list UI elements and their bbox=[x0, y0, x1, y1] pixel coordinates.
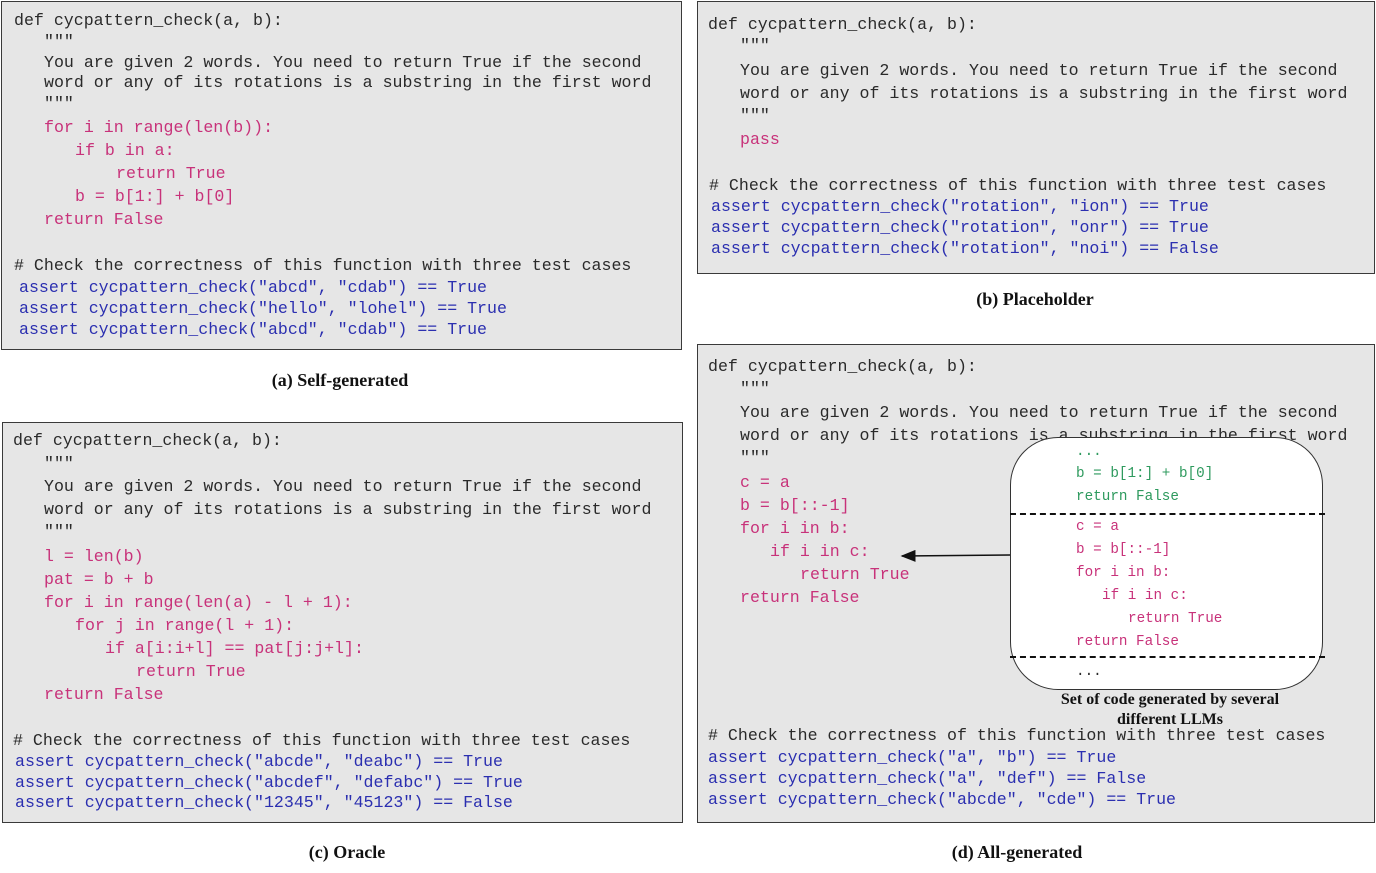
code-line: for j in range(l + 1): bbox=[75, 616, 295, 635]
llm-code-set-caption: Set of code generated by several differe… bbox=[1060, 691, 1280, 728]
divider-dashed bbox=[1010, 513, 1325, 515]
divider-dashed bbox=[1010, 656, 1325, 658]
code-line: if a[i:i+l] == pat[j:j+l]: bbox=[105, 639, 364, 658]
code-line: return True bbox=[136, 662, 246, 681]
code-line: def cycpattern_check(a, b): bbox=[708, 357, 977, 376]
code-line: pat = b + b bbox=[44, 570, 154, 589]
llm-code-line: if i in c: bbox=[1102, 588, 1188, 604]
panel-placeholder bbox=[697, 1, 1375, 274]
code-line: l = len(b) bbox=[44, 547, 144, 566]
code-line: assert cycpattern_check("rotation", "onr… bbox=[711, 218, 1209, 237]
code-line: assert cycpattern_check("a", "b") == Tru… bbox=[708, 748, 1117, 767]
caption-oracle: (c) Oracle bbox=[308, 842, 386, 862]
llm-code-line: return True bbox=[1128, 611, 1223, 627]
code-line: def cycpattern_check(a, b): bbox=[14, 11, 283, 30]
code-line: """ bbox=[740, 36, 770, 55]
code-line: for i in range(len(b)): bbox=[44, 118, 274, 137]
caption-self-generated: (a) Self-generated bbox=[271, 370, 409, 390]
code-line: pass bbox=[740, 130, 780, 149]
panel-oracle bbox=[2, 422, 683, 823]
code-line: # Check the correctness of this function… bbox=[13, 731, 631, 750]
code-line: assert cycpattern_check("abcde", "deabc"… bbox=[15, 752, 503, 771]
code-line: # Check the correctness of this function… bbox=[709, 176, 1327, 195]
llm-code-line: ... bbox=[1076, 664, 1102, 680]
llm-code-line: return False bbox=[1076, 634, 1179, 650]
panel-self-generated bbox=[1, 1, 682, 350]
code-line: assert cycpattern_check("abcdef", "defab… bbox=[15, 773, 523, 792]
code-line: assert cycpattern_check("abcde", "cde") … bbox=[708, 790, 1177, 809]
code-line: """ bbox=[44, 454, 74, 473]
code-line: """ bbox=[44, 94, 74, 113]
code-line: if i in c: bbox=[770, 542, 870, 561]
code-line: """ bbox=[740, 106, 770, 125]
llm-code-line: ... bbox=[1076, 444, 1102, 460]
code-line: You are given 2 words. You need to retur… bbox=[44, 53, 642, 72]
code-line: assert cycpattern_check("abcd", "cdab") … bbox=[19, 320, 488, 339]
code-line: def cycpattern_check(a, b): bbox=[708, 15, 977, 34]
code-line: return True bbox=[116, 164, 226, 183]
code-line: return False bbox=[44, 210, 164, 229]
code-line: b = b[::-1] bbox=[740, 496, 850, 515]
code-line: if b in a: bbox=[75, 141, 175, 160]
code-line: for i in b: bbox=[740, 519, 850, 538]
caption-placeholder: (b) Placeholder bbox=[976, 289, 1094, 309]
code-line: # Check the correctness of this function… bbox=[14, 256, 632, 275]
llm-code-line: b = b[::-1] bbox=[1076, 542, 1171, 558]
llm-code-line: return False bbox=[1076, 489, 1179, 505]
code-line: assert cycpattern_check("rotation", "noi… bbox=[711, 239, 1219, 258]
code-line: assert cycpattern_check("abcd", "cdab") … bbox=[19, 278, 488, 297]
code-line: return True bbox=[800, 565, 910, 584]
code-line: def cycpattern_check(a, b): bbox=[13, 431, 282, 450]
code-line: return False bbox=[44, 685, 164, 704]
code-line: # Check the correctness of this function… bbox=[708, 726, 1326, 745]
code-line: You are given 2 words. You need to retur… bbox=[740, 61, 1338, 80]
code-line: assert cycpattern_check("12345", "45123"… bbox=[15, 793, 513, 812]
llm-code-set-box bbox=[1010, 437, 1323, 690]
code-line: """ bbox=[44, 32, 74, 51]
code-line: word or any of its rotations is a substr… bbox=[740, 84, 1348, 103]
code-line: return False bbox=[740, 588, 860, 607]
code-line: """ bbox=[44, 522, 74, 541]
caption-all-generated: (d) All-generated bbox=[951, 842, 1083, 862]
code-line: word or any of its rotations is a substr… bbox=[44, 500, 652, 519]
code-line: You are given 2 words. You need to retur… bbox=[44, 477, 642, 496]
code-line: b = b[1:] + b[0] bbox=[75, 187, 235, 206]
llm-code-line: b = b[1:] + b[0] bbox=[1076, 466, 1214, 482]
code-line: word or any of its rotations is a substr… bbox=[44, 73, 652, 92]
code-line: """ bbox=[740, 379, 770, 398]
llm-code-line: c = a bbox=[1076, 519, 1119, 535]
code-line: c = a bbox=[740, 473, 790, 492]
code-line: """ bbox=[740, 448, 770, 467]
code-line: You are given 2 words. You need to retur… bbox=[740, 403, 1338, 422]
code-line: for i in range(len(a) - l + 1): bbox=[44, 593, 353, 612]
code-line: assert cycpattern_check("hello", "lohel"… bbox=[19, 299, 507, 318]
code-line: assert cycpattern_check("rotation", "ion… bbox=[711, 197, 1209, 216]
code-line: assert cycpattern_check("a", "def") == F… bbox=[708, 769, 1147, 788]
llm-code-line: for i in b: bbox=[1076, 565, 1171, 581]
